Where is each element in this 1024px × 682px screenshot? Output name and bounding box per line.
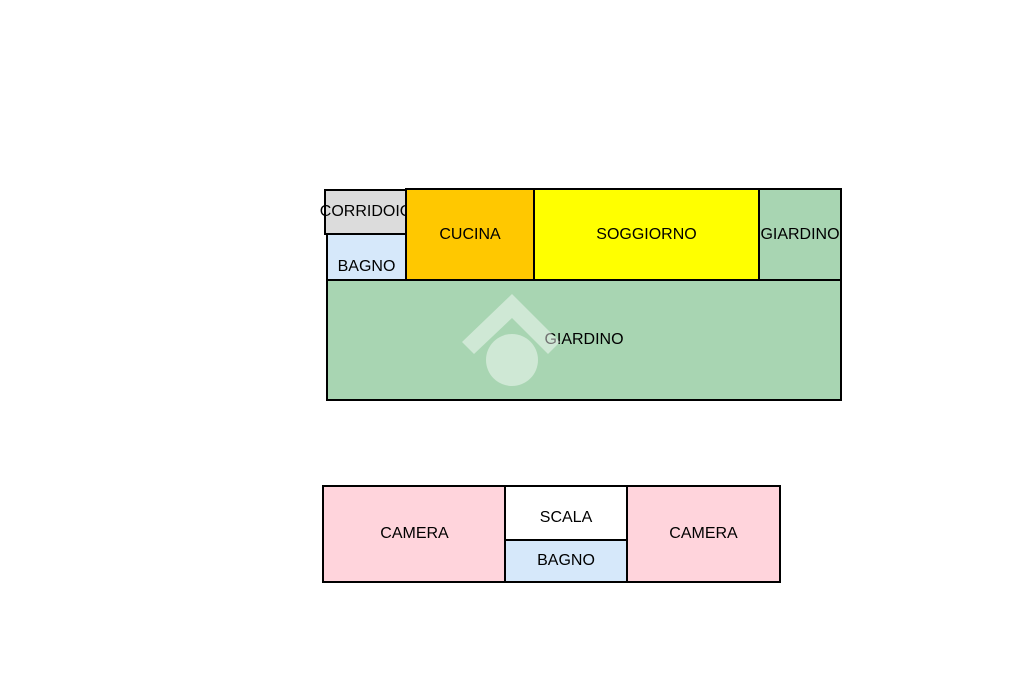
room-label: SCALA <box>539 509 593 526</box>
room-bagno-ground: BAGNO <box>326 233 407 281</box>
room-camera-right: CAMERA <box>626 485 781 583</box>
room-label: CUCINA <box>439 225 501 243</box>
room-cucina: CUCINA <box>405 188 535 281</box>
room-soggiorno: SOGGIORNO <box>533 188 760 281</box>
room-giardino-large: GIARDINO <box>326 279 842 401</box>
room-label: BAGNO <box>337 258 396 275</box>
room-label: GIARDINO <box>760 225 840 243</box>
room-corridoio: CORRIDOIO <box>320 189 412 235</box>
room-giardino-small: GIARDINO <box>758 188 842 281</box>
room-label: SOGGIORNO <box>596 225 697 243</box>
room-label: CAMERA <box>669 525 738 542</box>
room-label: CAMERA <box>380 525 449 542</box>
room-label: GIARDINO <box>544 331 624 348</box>
room-camera-left: CAMERA <box>322 485 507 583</box>
room-label: CORRIDOIO <box>319 203 413 220</box>
room-label: BAGNO <box>537 552 595 569</box>
room-scala: SCALA <box>504 485 628 541</box>
room-bagno-first: BAGNO <box>504 539 628 583</box>
